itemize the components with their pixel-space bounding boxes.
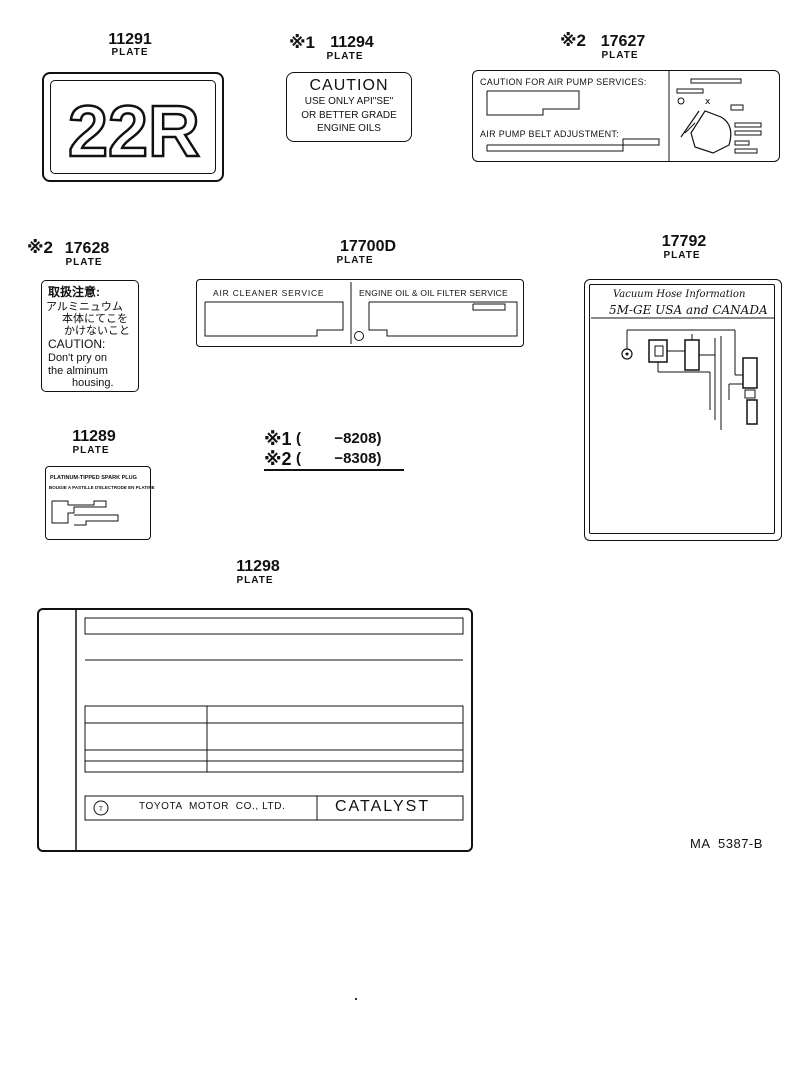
toyota-motor-text: TOYOTA MOTOR CO., LTD. — [139, 801, 286, 812]
part-number-17627: 17627 — [600, 33, 646, 50]
plate-label-17627: PLATE — [601, 50, 639, 61]
plate-11291-inner-border — [50, 80, 216, 174]
plate-11291-22r: 22R — [42, 72, 224, 182]
air-cleaner-service-text: AIR CLEANER SERVICE — [213, 288, 325, 298]
part-number-11298: 11298 — [236, 558, 280, 575]
air-pump-belt-text: AIR PUMP BELT ADJUSTMENT: — [480, 129, 620, 139]
jp-caution-line-3: かけないこと — [64, 325, 130, 337]
vacuum-hose-schematic — [591, 317, 775, 430]
plate-11294-caution: CAUTION USE ONLY API"SE" OR BETTER GRADE… — [286, 72, 412, 142]
plate-label-17628: PLATE — [65, 257, 103, 268]
plate-11298-catalyst: T TOYOTA MOTOR CO., LTD. CATALYST — [37, 608, 473, 852]
caution-line-2: OR BETTER GRADE — [301, 110, 397, 121]
note-2-text: ( −8308) — [296, 450, 382, 467]
figure-reference: MA 5387-B — [690, 836, 763, 851]
jp-caution-title: 取扱注意: — [48, 285, 100, 299]
note-mark-2-17627: ※2 — [560, 31, 586, 50]
plate-17792-vacuum-hose: Vacuum Hose Information 5M-GE USA and CA… — [584, 279, 782, 541]
caution-title: CAUTION — [309, 77, 389, 94]
plate-11289-spark-plug: PLATINUM-TIPPED SPARK PLUG BOUGIE A PAST… — [45, 466, 155, 540]
plate-label-17700d: PLATE — [336, 255, 374, 266]
note-mark-2-17628: ※2 — [27, 238, 53, 257]
spark-plug-line-2: BOUGIE A PASTILLE D'ELECTRODE EN PLATINE — [49, 485, 155, 490]
vacuum-hose-model-text: 5M-GE USA and CANADA — [609, 303, 768, 317]
air-pump-plate-lines: x — [486, 71, 762, 161]
stray-dot — [355, 998, 357, 1000]
notes-underline — [264, 469, 404, 471]
caution-line-3: ENGINE OILS — [317, 123, 381, 134]
catalyst-text: CATALYST — [335, 798, 431, 815]
plate-label-11289: PLATE — [72, 445, 110, 456]
plate-label-11294: PLATE — [326, 51, 364, 62]
en-caution-line-2: the alminum — [48, 365, 108, 377]
service-plate-lines — [204, 282, 518, 344]
note-1-mark: ※1 — [264, 429, 292, 449]
part-number-17792: 17792 — [661, 233, 707, 250]
en-caution-line-3: housing. — [72, 377, 114, 389]
air-pump-caution-text: CAUTION FOR AIR PUMP SERVICES: — [480, 77, 647, 87]
plate-17627-air-pump: CAUTION FOR AIR PUMP SERVICES: AIR PUMP … — [472, 70, 780, 162]
engine-code-22r-outline: 22R — [67, 91, 202, 174]
spark-plug-line-1: PLATINUM-TIPPED SPARK PLUG — [50, 475, 137, 481]
plate-17628-aluminum-caution: 取扱注意: アルミニュウム 本体にてこを かけないこと CAUTION: Don… — [41, 280, 139, 392]
part-number-11289: 11289 — [72, 428, 116, 445]
part-number-11294: 11294 — [330, 34, 374, 51]
part-number-17628: 17628 — [64, 240, 110, 257]
part-number-17700d: 17700D — [339, 238, 397, 255]
vacuum-hose-info-text: Vacuum Hose Information — [613, 289, 746, 300]
plate-label-11298: PLATE — [236, 575, 274, 586]
svg-text:T: T — [98, 806, 103, 813]
jp-caution-line-2: 本体にてこを — [62, 313, 128, 325]
spark-plug-plate-lines — [51, 500, 119, 526]
svg-text:x: x — [705, 97, 711, 107]
engine-code-text: 22R — [68, 92, 200, 172]
catalyst-plate-lines: T — [75, 610, 464, 850]
note-2-mark: ※2 — [264, 449, 292, 469]
plate-label-17792: PLATE — [663, 250, 701, 261]
note-mark-1-11294: ※1 — [289, 33, 315, 52]
engine-oil-service-text: ENGINE OIL & OIL FILTER SERVICE — [359, 288, 508, 298]
en-caution-line-1: Don't pry on — [48, 352, 107, 364]
caution-line-1: USE ONLY API"SE" — [304, 96, 394, 107]
note-1-text: ( −8208) — [296, 430, 382, 447]
part-number-11291: 11291 — [108, 31, 152, 48]
en-caution-title: CAUTION: — [48, 337, 106, 351]
plate-label-11291: PLATE — [111, 47, 149, 58]
vacuum-plate-inner-border — [589, 284, 775, 534]
jp-caution-line-1: アルミニュウム — [46, 301, 123, 313]
plate-17700d-service: AIR CLEANER SERVICE ENGINE OIL & OIL FIL… — [196, 279, 524, 347]
